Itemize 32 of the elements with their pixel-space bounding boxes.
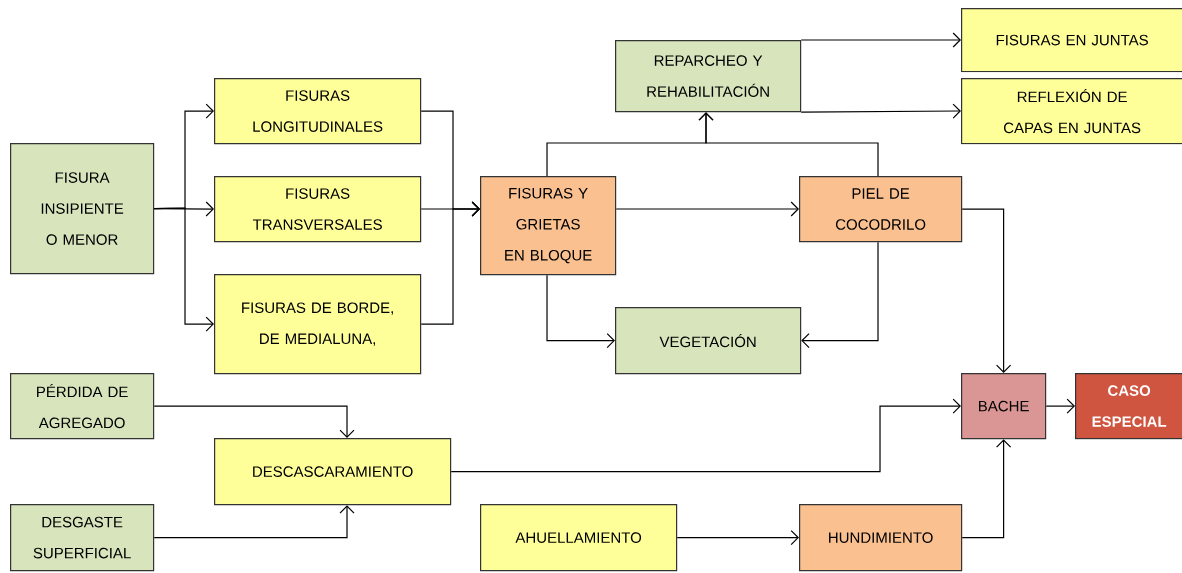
arrow [800, 32, 961, 48]
arrow [153, 505, 355, 539]
process-box: AHUELLAMIENTO [480, 504, 678, 572]
process-box: DESGASTE SUPERFICIAL [10, 504, 155, 572]
arrow [961, 439, 1012, 539]
process-box: BACHE [961, 373, 1047, 440]
arrow [801, 241, 879, 349]
arrow [153, 207, 214, 332]
process-box: CASO ESPECIAL [1075, 373, 1182, 440]
arrow [961, 208, 1012, 373]
process-box: FISURAS Y GRIETAS EN BLOQUE [480, 176, 617, 276]
arrow [420, 201, 480, 325]
process-box: PIEL DE COCODRILO [799, 176, 963, 243]
arrow [800, 103, 961, 119]
process-box: FISURAS EN JUNTAS [961, 8, 1182, 73]
arrow [615, 201, 799, 217]
arrow [698, 112, 879, 177]
process-box: DESCASCARAMIENTO [214, 438, 452, 506]
process-box: VEGETACIÓN [615, 307, 802, 375]
arrow [450, 398, 961, 473]
arrow [153, 405, 355, 438]
process-box: FISURAS TRANSVERSALES [214, 176, 422, 243]
arrow [676, 530, 799, 546]
arrow [546, 274, 615, 349]
process-box: REFLEXIÓN DE CAPAS EN JUNTAS [961, 78, 1182, 145]
arrow [1045, 398, 1075, 414]
process-box: FISURA INSIPIENTE O MENOR [10, 143, 155, 275]
process-box: FISURAS LONGITUDINALES [214, 78, 422, 145]
process-box: FISURAS DE BORDE, DE MEDIALUNA, [214, 274, 422, 375]
process-box: PÉRDIDA DE AGREGADO [10, 373, 155, 440]
process-box: REPARCHEO Y REHABILITACIÓN [615, 40, 802, 113]
process-box: HUNDIMIENTO [799, 504, 963, 572]
